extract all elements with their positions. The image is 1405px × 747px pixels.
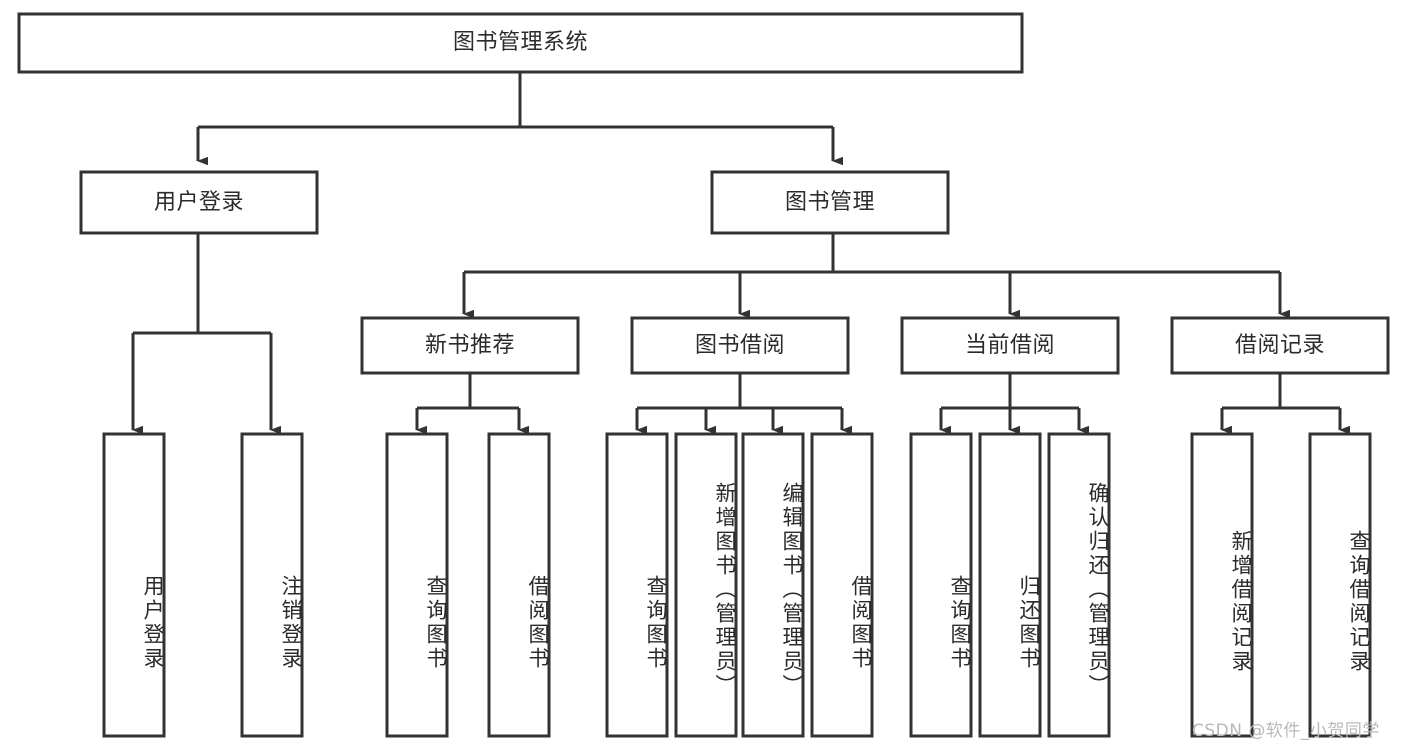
connector-group: [131, 72, 1350, 435]
node-box-leaf-edit-book[interactable]: [741, 432, 805, 738]
node-box-leaf-borrow-book-1[interactable]: [487, 432, 551, 738]
node-box-leaf-add-book[interactable]: [674, 432, 738, 738]
node-box-login[interactable]: [79, 170, 319, 235]
node-box-leaf-return-book[interactable]: [978, 432, 1042, 738]
node-box-leaf-query-book-1[interactable]: [385, 432, 449, 738]
node-box-leaf-user-login[interactable]: [102, 432, 166, 738]
node-box-book-borrow[interactable]: [630, 316, 850, 375]
node-box-book-mgmt[interactable]: [710, 170, 950, 235]
node-box-leaf-query-book-3[interactable]: [909, 432, 973, 738]
node-box-new-book-rec[interactable]: [360, 316, 580, 375]
node-box-leaf-query-record[interactable]: [1308, 432, 1372, 738]
node-box-borrow-record[interactable]: [1170, 316, 1390, 375]
node-boxes: [17, 12, 1390, 738]
node-box-leaf-borrow-book-2[interactable]: [810, 432, 874, 738]
node-box-leaf-confirm-return[interactable]: [1047, 432, 1111, 738]
node-box-leaf-add-record[interactable]: [1190, 432, 1254, 738]
node-box-current-borrow[interactable]: [900, 316, 1120, 375]
node-box-root[interactable]: [17, 12, 1024, 74]
node-box-leaf-query-book-2[interactable]: [605, 432, 669, 738]
node-box-leaf-user-logout[interactable]: [240, 432, 304, 738]
